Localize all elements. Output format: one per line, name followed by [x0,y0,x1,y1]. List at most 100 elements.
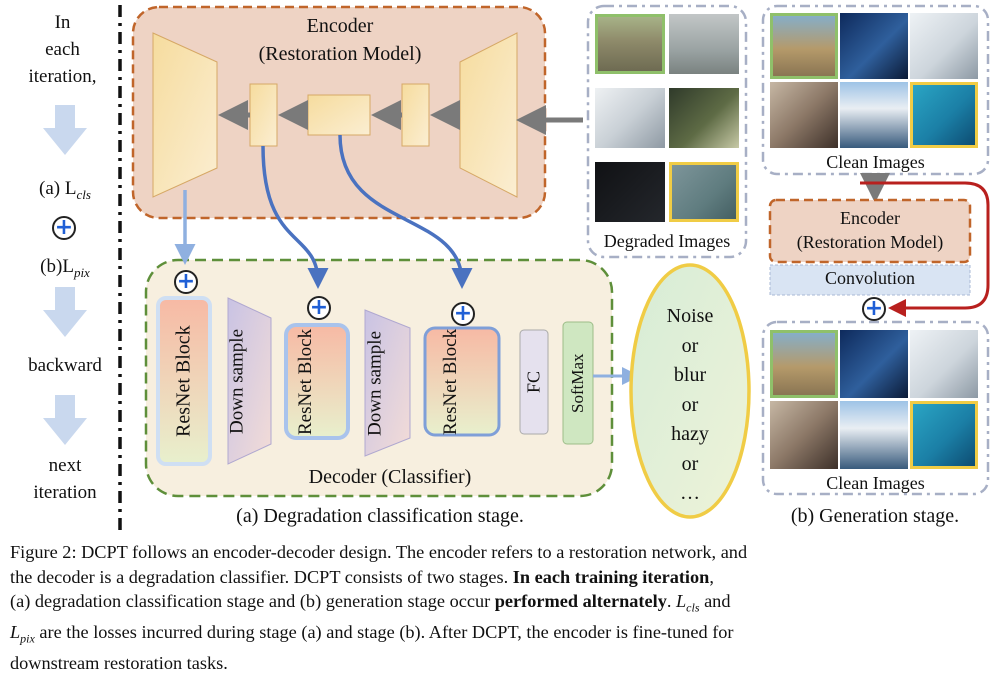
plus-icon-1: + [174,270,198,294]
downsample-2-label: Down sample [364,330,386,436]
caption-line-3: (a) degradation classification stage and… [10,589,994,620]
downsample-2: Down sample [365,328,410,438]
degraded-image-dark [595,162,665,222]
down-arrow-2 [43,287,87,337]
caption-line-2-text: the decoder is a degradation classifier.… [10,566,513,587]
caption-line-3-L: L [675,591,687,611]
plus-icon-generation: + [862,297,886,321]
caption-line-3-sub: cls [686,600,700,615]
type-blur: blur [673,364,707,386]
type-or-2: or [681,393,699,416]
loss-cls-text: (a) L [39,178,77,199]
stage-b-label: (b) Generation stage. [790,505,960,527]
softmax-label: SoftMax [568,353,587,413]
downsample-1-label: Down sample [226,328,248,434]
clean-image-mountain-top [840,82,908,148]
encoder-title: Encoder [306,15,374,37]
caption-line-4: Lpix are the losses incurred during stag… [10,620,994,651]
convolution-label: Convolution [824,268,915,288]
degraded-image-underwater [669,162,739,222]
fc-shape [519,329,549,435]
clean-image-building-top [840,13,908,79]
loss-cls-label: (a) Lcls [15,175,115,208]
fc-block: FC [520,330,548,434]
loss-pix-label: (b)Lpix [15,253,115,286]
intro-line-2: each [45,39,80,60]
resnet-block-3: ResNet Block [425,328,499,435]
resnet-block-2: ResNet Block [286,325,348,438]
softmax-shape [562,321,594,445]
next-iteration-label: next iteration [15,452,115,506]
down-arrow-3 [43,395,87,445]
resnet-block-1-label: ResNet Block [172,325,195,437]
clean-image-book-bottom [770,401,838,469]
caption-line-2-end: , [709,566,714,587]
encoder-shape-right [459,32,518,198]
fc-label: FC [523,370,544,394]
encoder-subtitle: (Restoration Model) [258,43,422,65]
down-arrow-1 [43,105,87,155]
degraded-image-rain [669,88,739,148]
clean-image-book-top [770,82,838,148]
caption-line-3-bold: performed alternately [494,591,667,611]
degradation-types: Noise or blur or hazy or … [640,302,740,509]
type-or-1: or [681,334,699,357]
caption-line-3c: and [699,591,731,611]
stage-a-label: (a) Degradation classification stage. [236,505,524,527]
degraded-image-temple [595,14,665,74]
encoder2-box [768,198,972,264]
downsample-2-shape [364,309,411,457]
resnet-block-2-shape [284,323,350,440]
clean-image-car-top [910,13,978,79]
encoder2-title: Encoder [840,208,900,228]
plus-icon-left: + [52,216,76,240]
type-hazy: hazy [671,423,709,445]
next-line-1: next [48,455,82,476]
downsample-1: Down sample [226,318,271,444]
type-more: … [680,482,700,504]
encoder2-title-block: Encoder (Restoration Model) [770,206,970,254]
convolution-box [769,264,971,296]
encoder-block-2 [401,83,430,147]
caption-line-3a: (a) degradation classification stage and… [10,591,495,611]
plus-icon-2: + [307,296,331,320]
resnet-block-1-shape [156,296,212,466]
type-noise: Noise [666,305,714,327]
clean-images-label-bottom: Clean Images [826,473,925,493]
backward-label: backward [28,355,102,376]
degraded-image-road [669,14,739,74]
next-line-2: iteration [33,482,97,503]
intro-line-3: iteration, [28,66,97,87]
caption-line-4-sub: pix [20,631,35,646]
encoder-block-mid [307,94,371,136]
figure-caption: Figure 2: DCPT follows an encoder-decode… [10,540,994,676]
caption-line-1: Figure 2: DCPT follows an encoder-decode… [10,542,748,562]
clean-image-building-bottom [840,330,908,398]
caption-line-5: downstream restoration tasks. [10,653,228,674]
decoder-title: Decoder (Classifier) [308,466,472,488]
intro-text: In each iteration, [15,9,110,90]
softmax-block: SoftMax [563,322,593,444]
caption-line-4-text: are the losses incurred during stage (a)… [34,622,734,643]
loss-pix-sub: pix [73,264,90,280]
clean-image-car-bottom [910,330,978,398]
loss-pix-text: (b)L [40,256,74,277]
caption-line-2: the decoder is a degradation classifier.… [10,565,994,590]
clean-image-fish-bottom [910,401,978,469]
encoder2-subtitle: (Restoration Model) [796,232,944,252]
caption-line-3b: . [666,591,676,611]
resnet-block-2-label: ResNet Block [295,328,316,435]
loss-cls-sub: cls [76,186,91,202]
degraded-image-car [595,88,665,148]
degradation-ellipse [629,263,751,519]
downsample-1-shape [227,297,272,465]
clean-image-mountain-bottom [840,401,908,469]
degraded-images-label: Degraded Images [603,231,731,251]
intro-line-1: In [54,12,71,33]
caption-line-4-L: L [10,622,21,643]
encoder-block-1 [249,83,278,147]
plus-icon-3: + [451,302,475,326]
feedback-arrow [860,181,990,317]
type-or-3: or [681,452,699,475]
resnet-block-3-label: ResNet Block [440,328,461,435]
